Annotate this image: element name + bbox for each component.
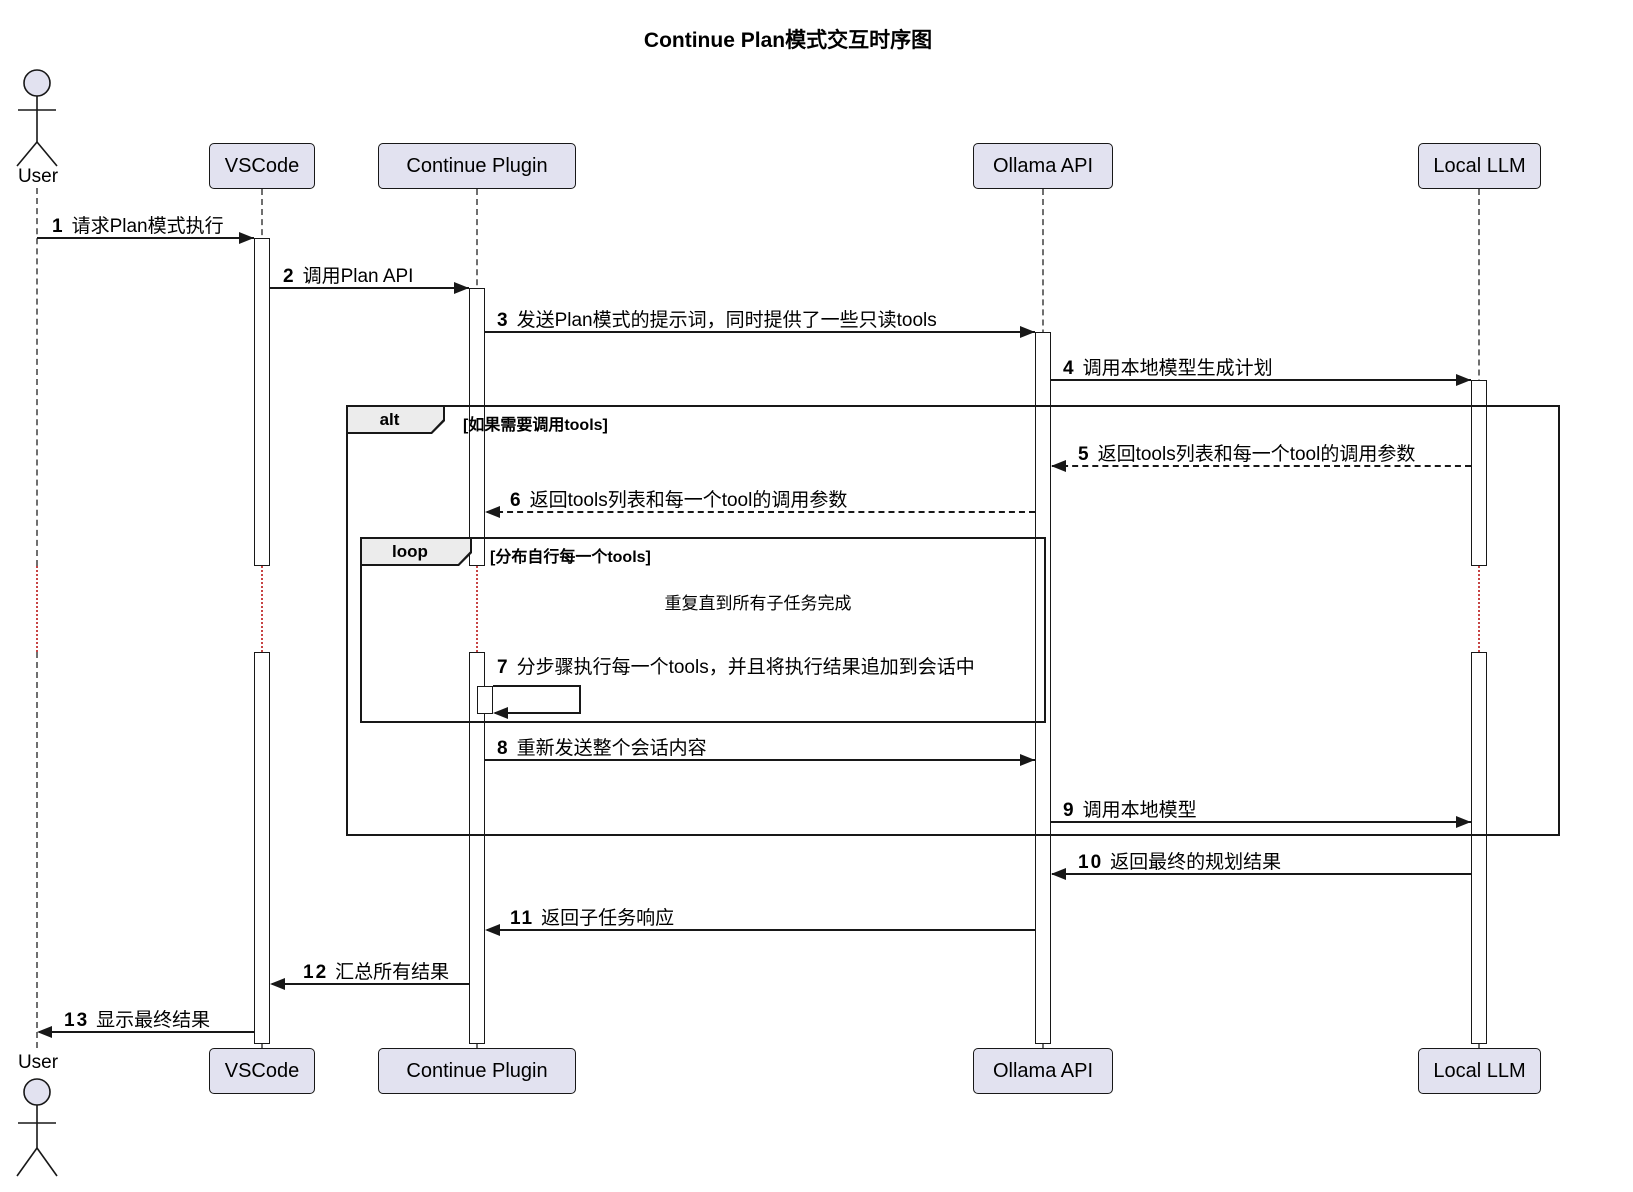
loop-fragment-condition: [分布自行每一个tools] [490, 549, 651, 566]
alt-fragment [346, 405, 1560, 836]
message-7-self-line [493, 685, 581, 687]
arrowhead-left-icon [1051, 460, 1066, 472]
loop-fragment-label: loop [392, 541, 428, 561]
arrowhead-right-icon [239, 232, 254, 244]
message-7-self-line [495, 712, 581, 714]
message-10-line [1052, 873, 1471, 875]
activation-bar-local-llm [1471, 652, 1487, 1044]
message-5-line [1052, 465, 1471, 467]
arrowhead-left-icon [1051, 868, 1066, 880]
activation-bar-continue-plugin [469, 288, 485, 566]
participant-vscode: VSCode [209, 1048, 315, 1094]
user-actor-label: User [17, 166, 59, 187]
arrowhead-left-icon [485, 924, 500, 936]
delay-note: 重复直到所有子任务完成 [664, 594, 852, 613]
participant-continue-plugin: Continue Plugin [378, 143, 576, 189]
participant-local-llm: Local LLM [1418, 1048, 1541, 1094]
loop-fragment-header: loop [360, 537, 472, 566]
diagram-title: Continue Plan模式交互时序图 [643, 29, 933, 52]
activation-bar-local-llm [1471, 380, 1487, 566]
loop-fragment [360, 537, 1046, 723]
user-actor-label: User [17, 1052, 59, 1073]
participant-ollama-api: Ollama API [973, 1048, 1113, 1094]
participant-continue-plugin: Continue Plugin [378, 1048, 576, 1094]
participant-local-llm: Local LLM [1418, 143, 1541, 189]
message-12-line [272, 983, 469, 985]
user-actor-figure [16, 1078, 58, 1177]
activation-bar-continue-plugin [469, 652, 485, 1044]
activation-bar-continue-plugin-nested [477, 686, 493, 714]
user-actor-figure [16, 69, 58, 167]
arrowhead-right-icon [1020, 754, 1035, 766]
arrowhead-right-icon [1456, 374, 1471, 386]
delay-lifeline-segment [261, 566, 263, 652]
delay-lifeline-segment [36, 566, 38, 652]
arrowhead-left-icon [270, 978, 285, 990]
activation-bar-vscode [254, 238, 270, 566]
arrowhead-right-icon [1020, 326, 1035, 338]
arrowhead-left-icon [485, 506, 500, 518]
arrowhead-right-icon [1456, 816, 1471, 828]
message-2-line [270, 287, 469, 289]
message-13-line [39, 1031, 254, 1033]
participant-ollama-api: Ollama API [973, 143, 1113, 189]
message-7-self-line [579, 685, 581, 714]
alt-fragment-condition: [如果需要调用tools] [463, 417, 608, 434]
message-9-line [1051, 821, 1471, 823]
message-4-line [1051, 379, 1471, 381]
actor-head [23, 69, 51, 97]
arrowhead-left-icon [493, 707, 508, 719]
lifeline-user [36, 652, 38, 1048]
participant-vscode: VSCode [209, 143, 315, 189]
message-3-line [485, 331, 1035, 333]
delay-lifeline-segment [1478, 566, 1480, 652]
message-6-line [487, 511, 1035, 513]
lifeline-user [36, 188, 38, 566]
arrowhead-left-icon [37, 1026, 52, 1038]
actor-head [23, 1078, 51, 1106]
activation-bar-ollama-api [1035, 332, 1051, 1044]
arrowhead-right-icon [454, 282, 469, 294]
lifeline-local-llm [1478, 189, 1480, 566]
message-11-line [487, 929, 1035, 931]
alt-fragment-header: alt [346, 405, 445, 434]
delay-lifeline-segment [476, 566, 478, 652]
activation-bar-vscode [254, 652, 270, 1044]
message-8-line [485, 759, 1035, 761]
message-1-line [37, 237, 254, 239]
alt-fragment-label: alt [379, 409, 400, 429]
